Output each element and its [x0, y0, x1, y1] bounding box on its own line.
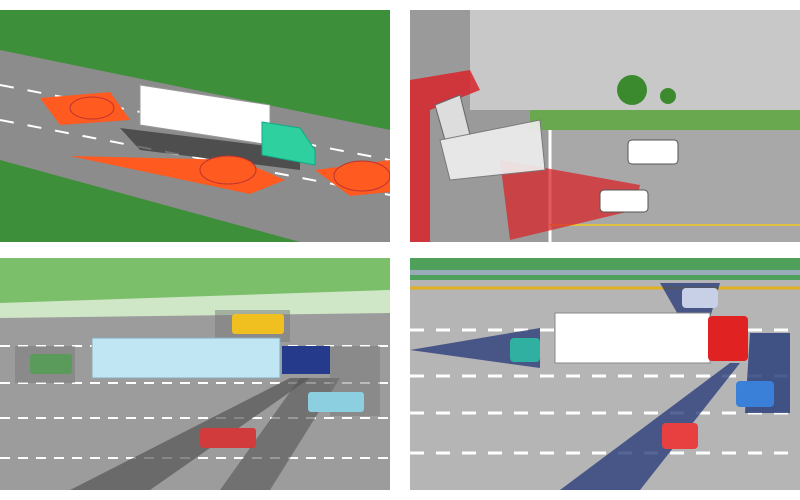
blind-spot-left [410, 70, 480, 242]
panel-truck-blind-spot-highway [410, 258, 800, 490]
car [627, 139, 679, 165]
blind-spot-right [500, 160, 640, 240]
panel-truck-blind-spot-flat [0, 258, 390, 490]
car [510, 338, 540, 362]
truck-cab [708, 316, 748, 361]
blind-spot-side [70, 378, 310, 490]
grass [410, 258, 800, 280]
tree [617, 75, 647, 105]
car [682, 288, 718, 308]
tree [660, 88, 676, 104]
truck-cab [282, 346, 330, 374]
illustration-flat [0, 258, 390, 490]
cars [69, 96, 390, 192]
illustration-aerial [410, 10, 800, 242]
panel-truck-turning-aerial [410, 10, 800, 242]
road [410, 258, 800, 490]
car [199, 155, 257, 185]
illustration-perspective [0, 10, 390, 242]
blind-spot-rear [410, 328, 540, 368]
trailer [554, 312, 711, 364]
car [232, 314, 284, 334]
car [736, 381, 774, 407]
car [333, 160, 390, 192]
car [599, 189, 649, 213]
trailer [91, 337, 281, 379]
grass-strip [530, 110, 800, 130]
car [308, 392, 364, 412]
trailer [439, 119, 546, 181]
car [30, 354, 72, 374]
car [69, 96, 115, 120]
truck-shadow [120, 128, 300, 170]
verge [0, 290, 390, 318]
car [662, 423, 698, 449]
guardrail [410, 270, 800, 275]
panel-truck-blind-spot-perspective [0, 10, 390, 242]
truck-cab [261, 121, 316, 166]
car [200, 428, 256, 448]
illustration-highway [410, 258, 800, 490]
blind-spot-right [560, 363, 740, 490]
